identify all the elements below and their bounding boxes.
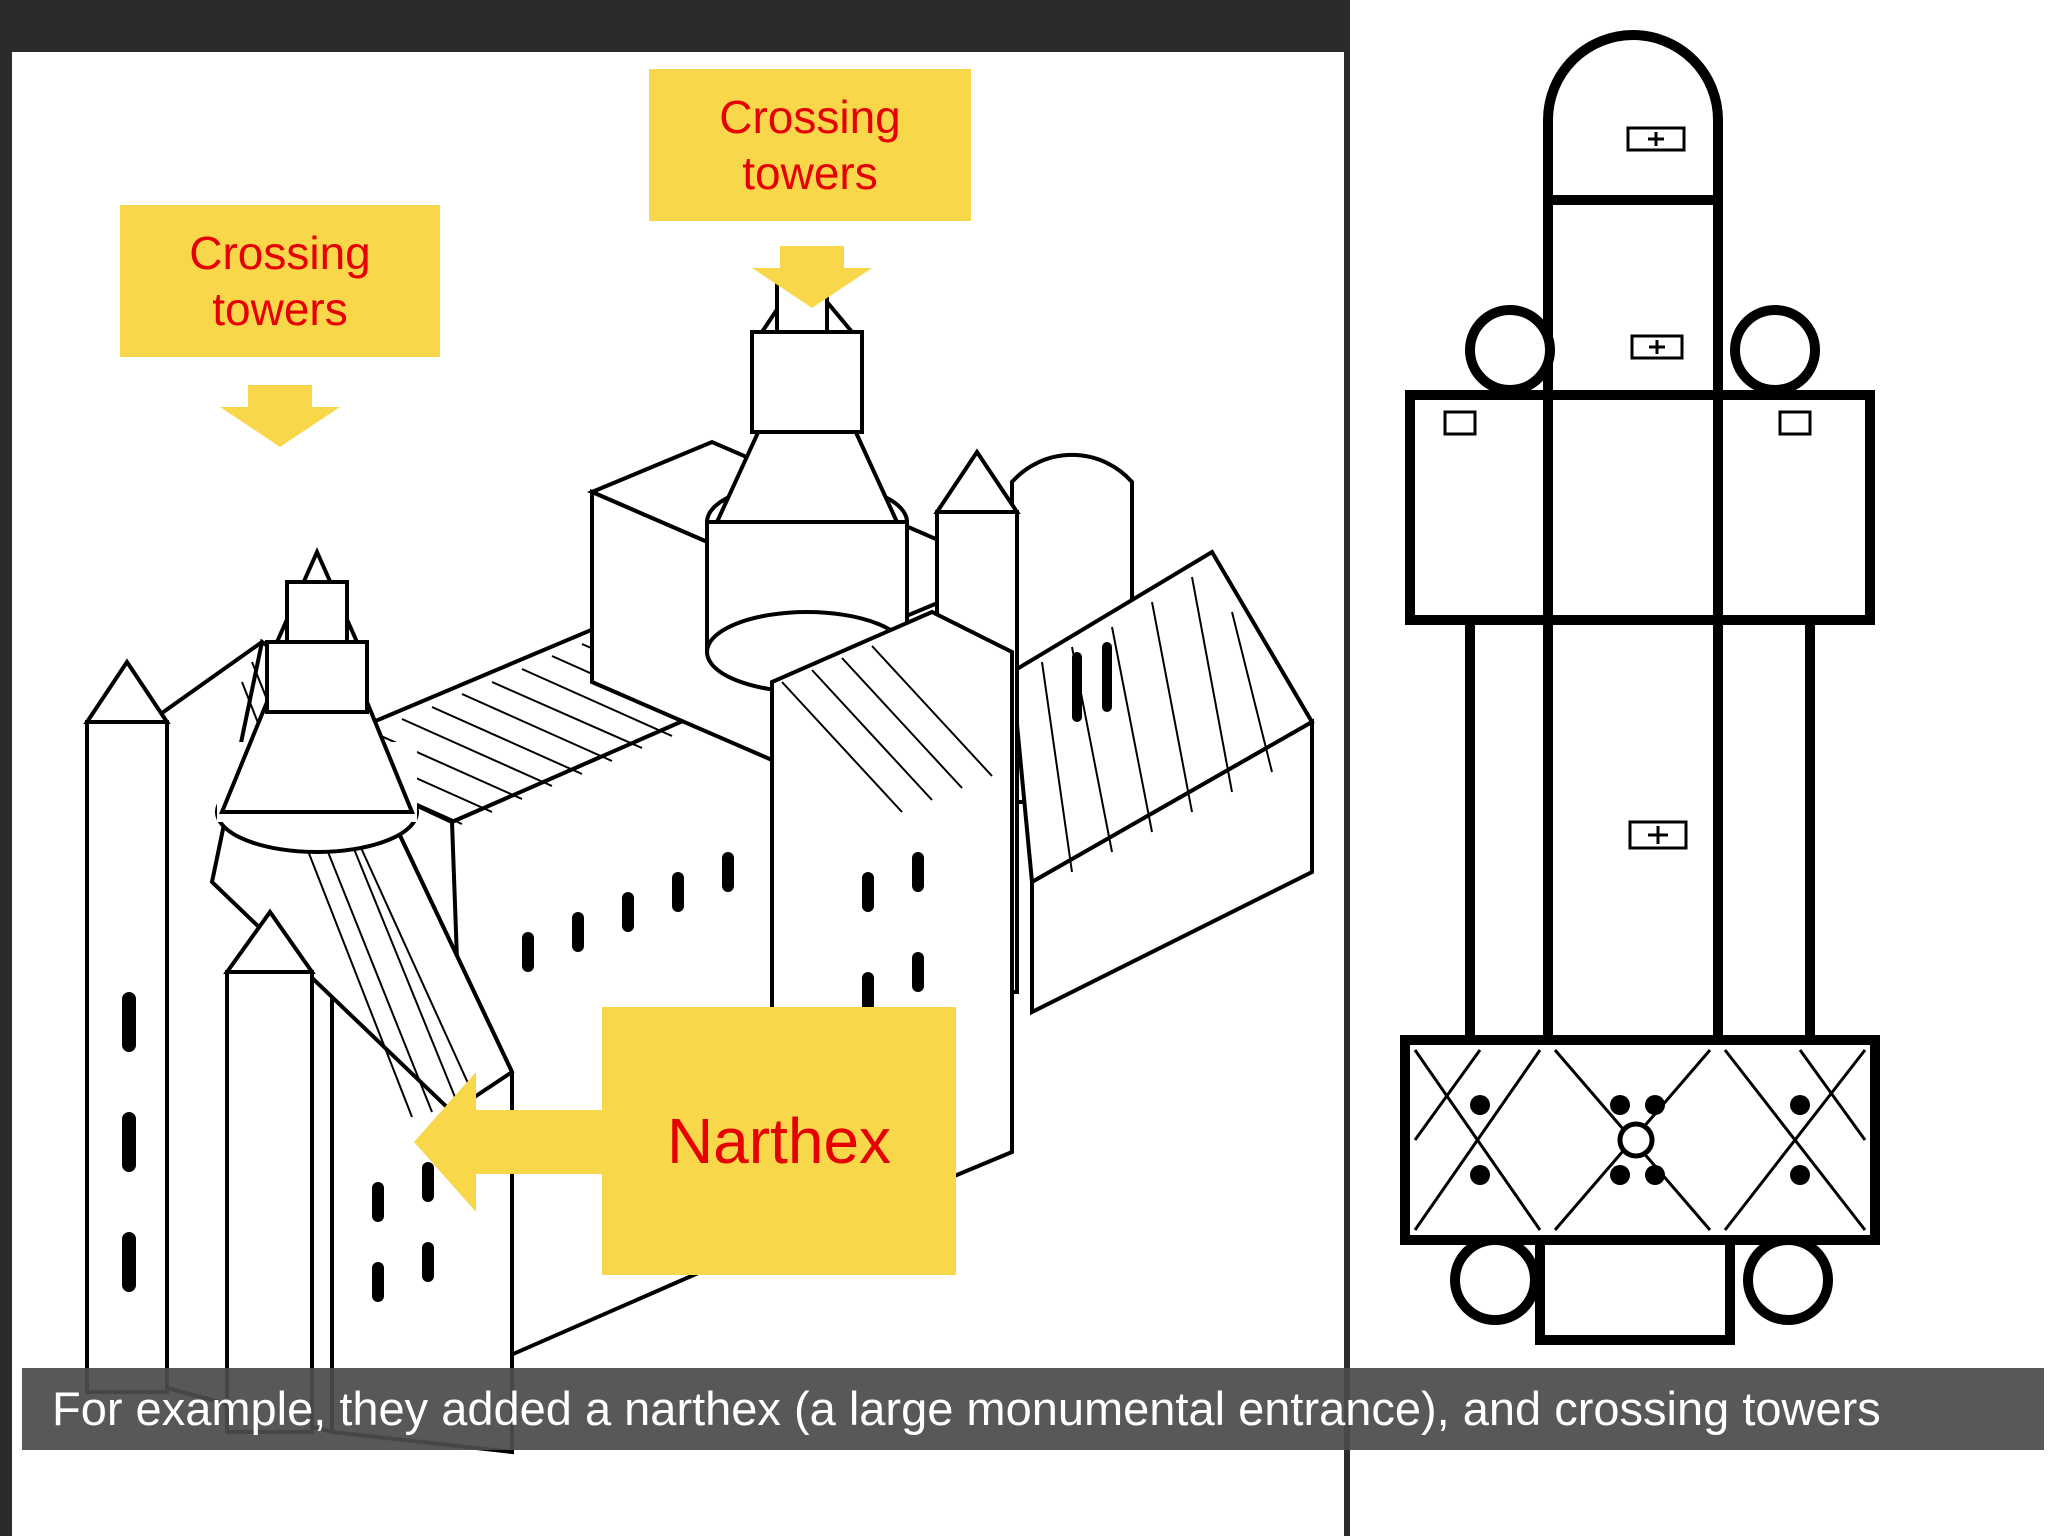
church-axonometric-drawing: Crossing towers Crossing towers Narthex xyxy=(12,52,1344,1536)
callout-center-line2: towers xyxy=(742,147,878,199)
floor-plan-illustration xyxy=(1400,30,1880,1345)
callout-left-line1: Crossing xyxy=(189,226,371,279)
crossing-towers-callout-left: Crossing towers xyxy=(120,205,440,357)
narthex-label: Narthex xyxy=(666,1104,892,1177)
slide-caption: For example, they added a narthex (a lar… xyxy=(22,1368,2044,1450)
callout-left-line2: towers xyxy=(212,283,348,335)
church-floor-plan xyxy=(1350,0,2048,1536)
arrow-left-icon xyxy=(414,1072,604,1212)
arrow-down-icon xyxy=(220,385,340,447)
crossing-towers-callout-center: Crossing towers xyxy=(649,69,971,221)
callout-center-line1: Crossing xyxy=(719,90,901,143)
arrow-down-icon xyxy=(752,246,872,308)
narthex-callout: Narthex xyxy=(602,1007,956,1275)
